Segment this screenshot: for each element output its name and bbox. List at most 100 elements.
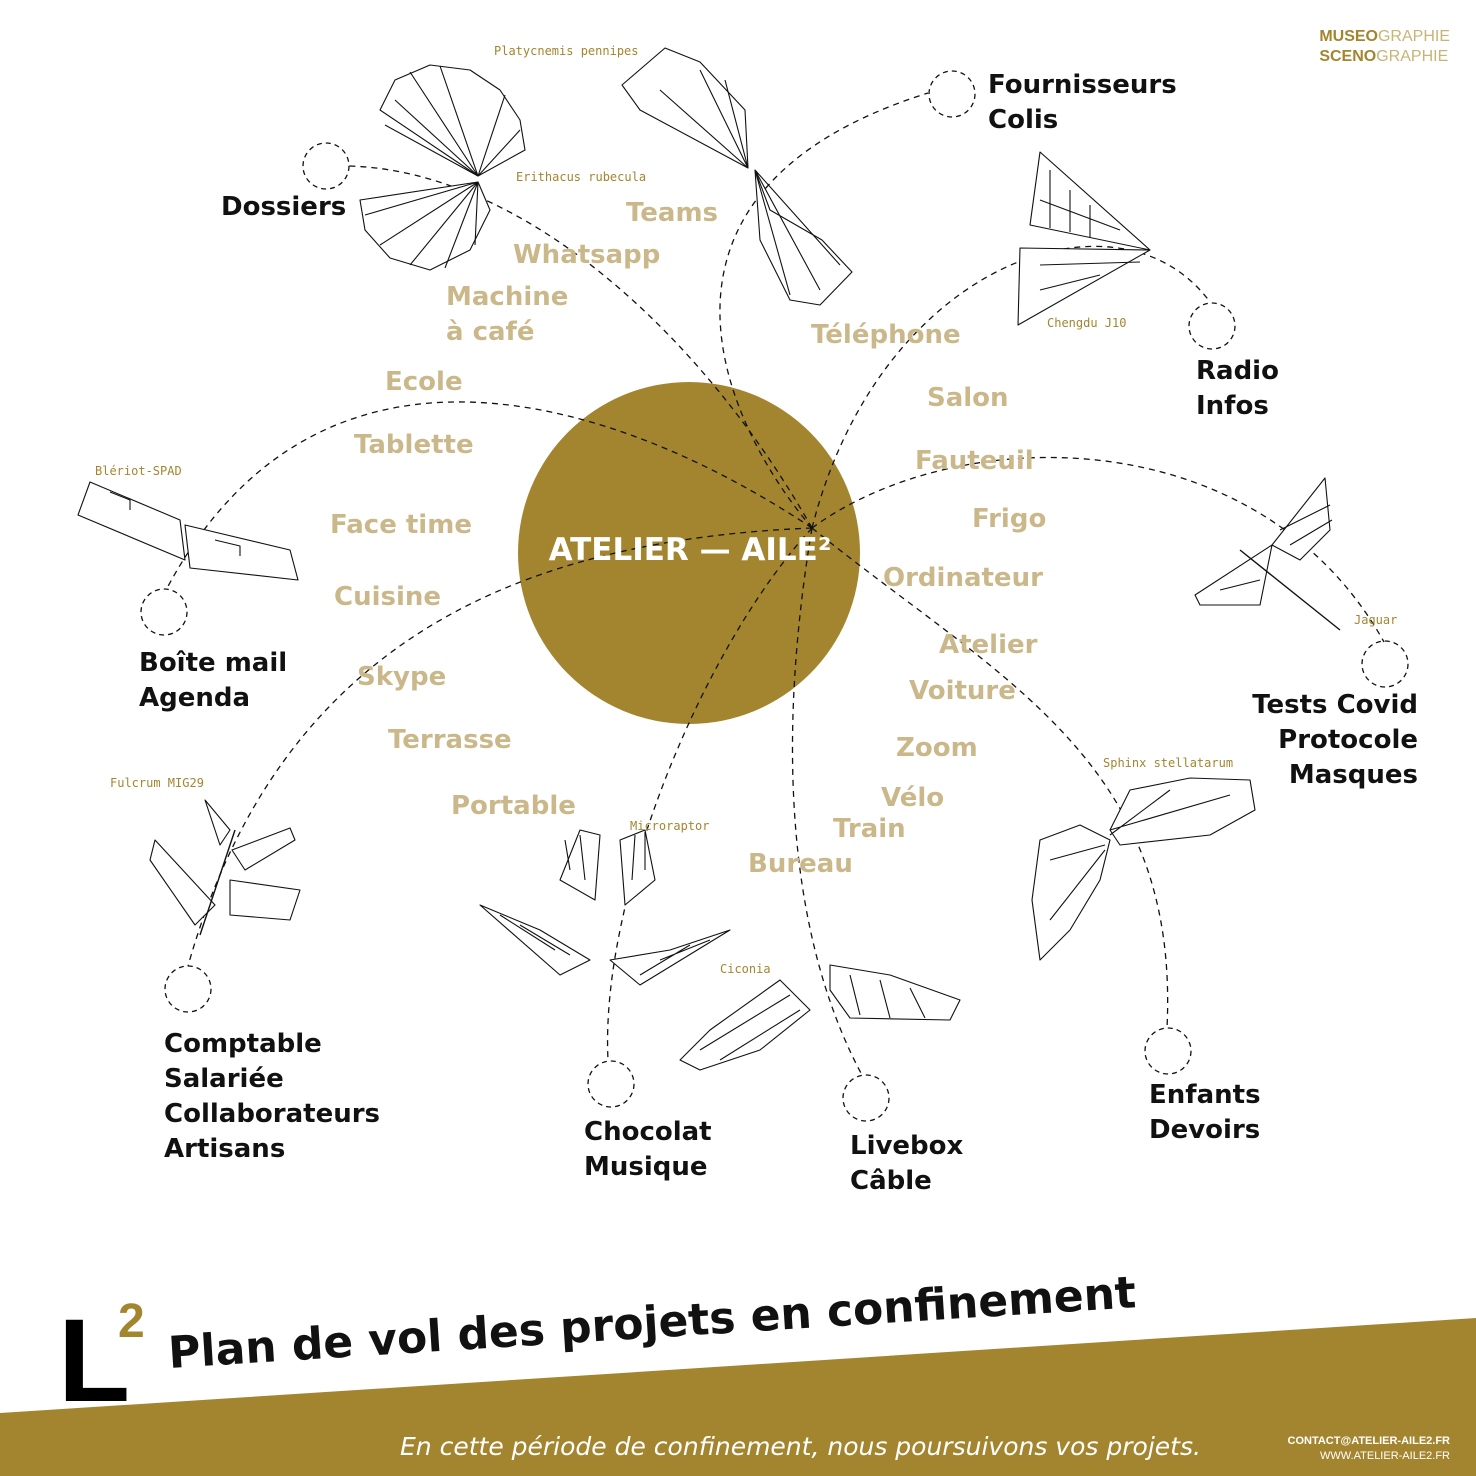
node-line: Agenda — [139, 683, 251, 713]
word-teams: Teams — [626, 198, 719, 228]
node-line: Infos — [1196, 391, 1269, 421]
contact-website[interactable]: WWW.ATELIER-AILE2.FR — [1320, 1450, 1450, 1462]
microraptor-icon — [479, 829, 731, 986]
node-line: Tests Covid — [1252, 690, 1418, 720]
caption-bleriot: Blériot-SPAD — [95, 464, 182, 478]
word-ecole: Ecole — [385, 367, 463, 397]
caption-chengdu: Chengdu J10 — [1047, 316, 1127, 330]
arc-radio — [811, 245, 1211, 529]
node-line: Protocole — [1278, 725, 1418, 755]
node-enfants: Enfants Devoirs — [1149, 1078, 1261, 1148]
arc-enfants — [811, 527, 1169, 1029]
caption-microraptor: Microraptor — [630, 819, 710, 833]
node-tests: Tests Covid Protocole Masques — [1180, 688, 1418, 793]
arc-dossiers — [347, 165, 813, 529]
caption-erithacus: Erithacus rubecula — [516, 170, 647, 184]
arc-livebox — [791, 527, 863, 1076]
fighter-jet-icon — [1017, 151, 1151, 326]
word-cuisine: Cuisine — [334, 582, 442, 612]
node-line: Comptable — [164, 1029, 322, 1059]
caption-sphinx: Sphinx stellatarum — [1103, 756, 1234, 770]
node-livebox: Livebox Câble — [850, 1129, 963, 1199]
robin-icon — [359, 64, 526, 271]
word-voiture: Voiture — [909, 676, 1016, 706]
node-line: Dossiers — [221, 192, 347, 222]
word-portable: Portable — [451, 791, 576, 821]
word-machine: Machine — [446, 282, 569, 312]
jet-icon — [1194, 477, 1341, 631]
center-hub-label: ATELIER — AILE² — [548, 532, 832, 568]
caption-fulcrum: Fulcrum MIG29 — [110, 776, 204, 790]
caption-ciconia: Ciconia — [720, 962, 771, 976]
node-line: Devoirs — [1149, 1115, 1261, 1145]
node-radio: Radio Infos — [1196, 354, 1279, 424]
node-line: Salariée — [164, 1064, 284, 1094]
word-face-time: Face time — [330, 510, 472, 540]
contact-block: CONTACT@ATELIER-AILE2.FR WWW.ATELIER-AIL… — [1288, 1434, 1450, 1464]
word-frigo: Frigo — [972, 504, 1047, 534]
word-zoom: Zoom — [896, 733, 978, 763]
arc-chocolat — [606, 527, 813, 1061]
marker-dossiers — [302, 142, 350, 190]
dragonfly-icon — [621, 47, 853, 306]
node-boite: Boîte mail Agenda — [139, 646, 287, 716]
node-line: Enfants — [1149, 1080, 1261, 1110]
brand-line2-bold: SCENO — [1319, 48, 1377, 65]
word-whatsapp: Whatsapp — [513, 240, 661, 270]
word-velo: Vélo — [881, 783, 945, 813]
destination-markers — [140, 70, 1409, 1122]
logo-superscript: 2 — [118, 1295, 145, 1348]
word-telephone: Téléphone — [811, 320, 961, 350]
node-line: Masques — [1288, 760, 1418, 790]
node-chocolat: Chocolat Musique — [584, 1115, 712, 1185]
logo-letter: L — [58, 1295, 131, 1427]
node-line: Musique — [584, 1152, 708, 1182]
brand-line2-light: GRAPHIE — [1376, 48, 1449, 65]
marker-radio — [1188, 302, 1236, 350]
tagline: En cette période de confinement, nous po… — [400, 1432, 1201, 1461]
arc-tests — [811, 456, 1385, 643]
footer-band — [0, 1318, 1476, 1476]
stork-icon — [679, 964, 961, 1071]
node-comptable: Comptable Salariée Collaborateurs Artisa… — [164, 1027, 380, 1167]
marker-tests — [1361, 640, 1409, 688]
word-tablette: Tablette — [354, 430, 474, 460]
brand-logo: MUSEOGRAPHIE SCENOGRAPHIE — [1319, 27, 1450, 67]
node-line: Câble — [850, 1166, 932, 1196]
node-line: Livebox — [850, 1131, 964, 1161]
word-terrasse: Terrasse — [388, 725, 512, 755]
caption-jaguar: Jaguar — [1354, 613, 1398, 627]
node-fournisseurs: Fournisseurs Colis — [988, 68, 1177, 138]
word-skype: Skype — [357, 662, 447, 692]
marker-boite — [140, 588, 188, 636]
arc-fournisseurs — [719, 92, 929, 529]
moth-icon — [1031, 777, 1256, 961]
caption-platycnemis: Platycnemis pennipes — [494, 44, 639, 58]
marker-comptable — [164, 965, 212, 1013]
word-ordinateur: Ordinateur — [883, 563, 1043, 593]
arc-comptable — [187, 527, 813, 967]
node-dossiers: Dossiers — [221, 190, 346, 225]
node-line: Boîte mail — [139, 648, 288, 678]
biplane-wing-icon — [77, 481, 299, 581]
contact-email[interactable]: CONTACT@ATELIER-AILE2.FR — [1287, 1435, 1450, 1447]
node-line: Radio — [1196, 356, 1279, 386]
marker-chocolat — [587, 1060, 635, 1108]
flight-arcs — [165, 92, 1385, 1076]
marker-livebox — [842, 1074, 890, 1122]
word-fauteuil: Fauteuil — [915, 446, 1034, 476]
node-line: Fournisseurs — [988, 70, 1177, 100]
marker-enfants — [1144, 1027, 1192, 1075]
brand-line1-light: GRAPHIE — [1377, 28, 1450, 45]
node-line: Chocolat — [584, 1117, 712, 1147]
word-atelier: Atelier — [939, 630, 1038, 660]
marker-fournisseurs — [928, 70, 976, 118]
arc-boite — [165, 401, 813, 591]
fulcrum-jet-icon — [149, 799, 301, 936]
node-line: Collaborateurs — [164, 1099, 381, 1129]
word-salon: Salon — [927, 383, 1009, 413]
node-line: Artisans — [164, 1134, 286, 1164]
word-train: Train — [833, 814, 906, 844]
